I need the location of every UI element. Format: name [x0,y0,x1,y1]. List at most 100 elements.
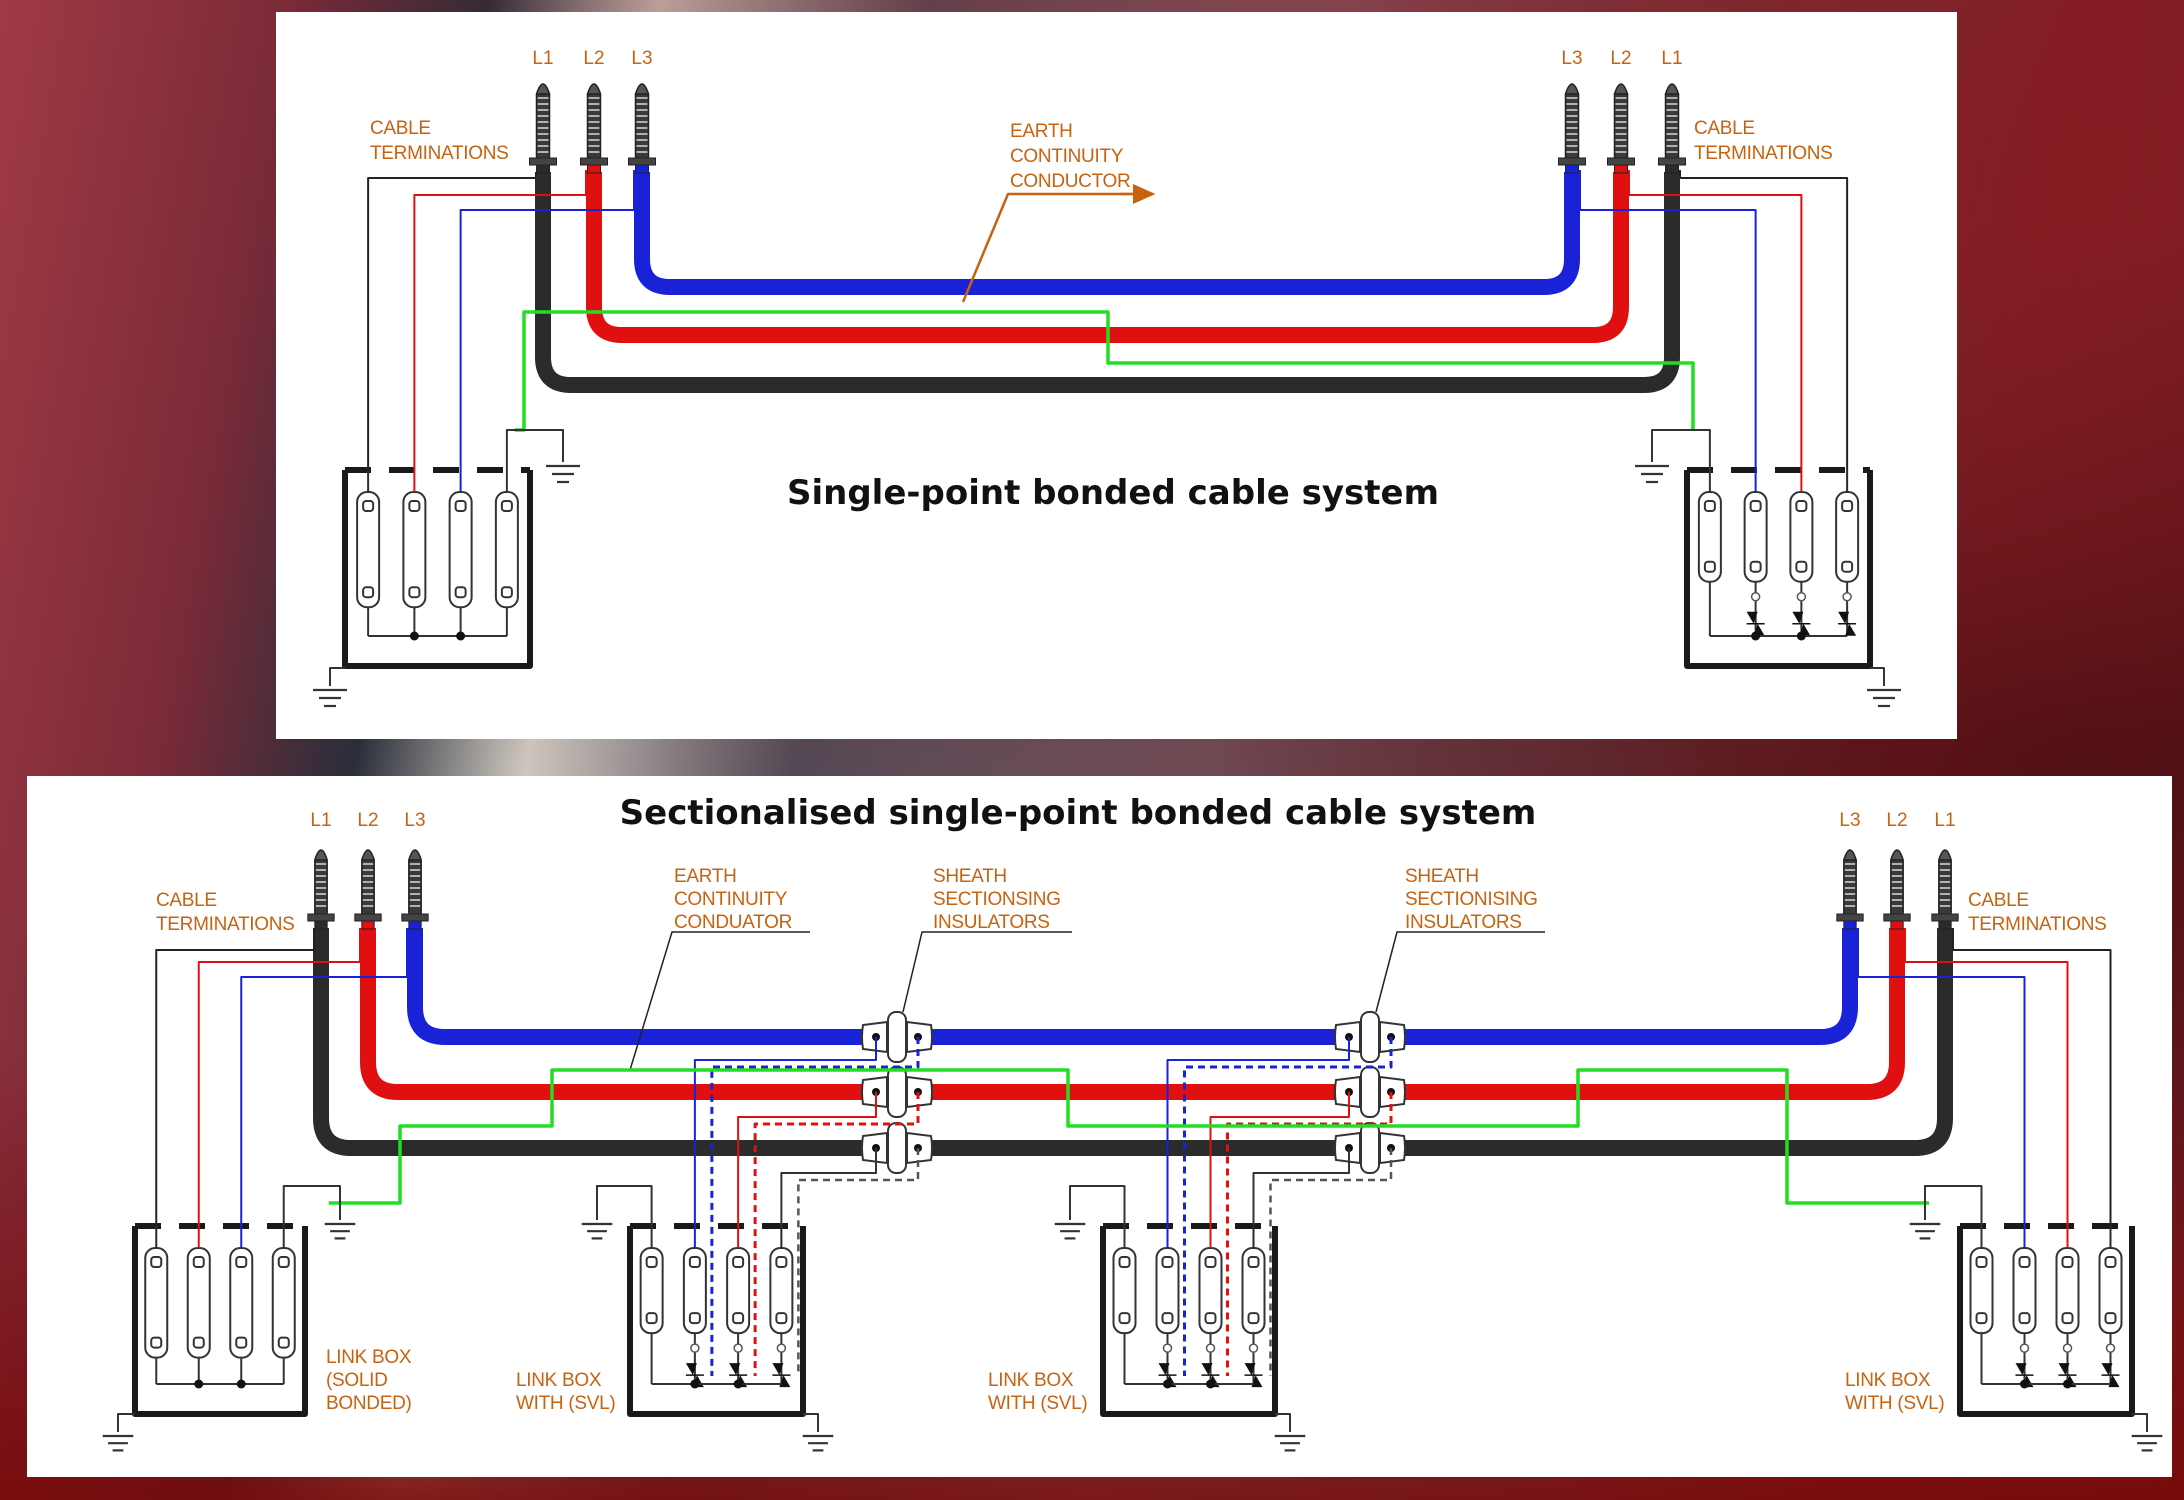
termination-flange [1883,913,1911,922]
svl-terminal [2105,1343,2116,1353]
insulator-ring [1360,1066,1380,1118]
link-terminal [775,1312,788,1325]
link-box-outline [342,470,533,669]
phase-label: L1 [1661,48,1682,69]
junction-dot [690,1379,700,1389]
right-link-box [1684,467,1873,669]
link-box-outline [1100,1226,1278,1417]
ground-symbol-icon [1054,1222,1086,1240]
cable-termination-left-L3 [401,849,429,930]
link-box-1-label-line: (SOLID [326,1370,388,1391]
link-box-outline [627,1226,806,1417]
bonding-lead-L2-dashed [753,1092,920,1376]
bonding-lead-L3-dashed [1183,1037,1393,1376]
svl-icon [2015,1363,2027,1376]
insulator-ring [1360,1122,1380,1174]
termination-flange [1836,913,1864,922]
termination-body [1843,857,1857,917]
cable-termination-right-L1 [1658,83,1686,174]
earth-conductor-label-line: EARTH [674,866,737,887]
cable-run-L3 [407,928,1858,1045]
cable-termination-left-L1 [529,83,557,174]
phase-label: L2 [1610,48,1631,69]
termination-body [1564,91,1580,161]
termination-body [535,91,551,161]
insulator-label-1-line: INSULATORS [933,912,1050,933]
link-terminal [1749,500,1762,512]
link-box-outline [1684,470,1873,669]
svl-terminal [1796,591,1807,602]
svl-icon [1158,1363,1170,1376]
svl-icon [1845,623,1857,636]
link-terminal [1247,1312,1260,1325]
termination-collar [1665,164,1679,174]
svl-terminal [2019,1343,2030,1353]
link-terminal [362,586,375,599]
termination-body [634,91,650,161]
link-box-3-label-line: WITH (SVL) [988,1393,1087,1414]
link-terminal [362,500,375,512]
termination-body [361,857,375,917]
earth-lead [282,1185,341,1226]
termination-collar [1565,164,1579,174]
earth-conductor-label-line: CONTINUITY [1010,146,1124,167]
ground-symbol-icon [581,1222,613,1240]
termination-tip [1889,849,1905,861]
termination-collar [635,164,649,174]
link-terminal [1204,1312,1217,1325]
termination-body [1613,91,1629,161]
cable-termination-right-L1 [1931,849,1959,930]
ground-symbol-icon [2131,1434,2163,1452]
earth-lead [117,1413,135,1432]
termination-tip [535,83,551,95]
ground-symbol-icon [324,1222,356,1240]
sheath-lead-L3 [240,928,408,1226]
svl-terminal [2062,1343,2073,1353]
left-termination-label-line: TERMINATIONS [370,143,509,164]
cable-run-L2 [360,928,1905,1100]
termination-tip [407,849,423,861]
link-terminal [732,1256,745,1268]
link-terminal [1841,500,1854,512]
svl-icon [779,1375,791,1388]
termination-flange [1558,157,1586,166]
bonding-lead-L1-dashed [1269,1148,1393,1376]
link-terminal [688,1256,701,1268]
insulator-label-2-line: SHEATH [1405,866,1479,887]
earth-lead [803,1413,819,1432]
termination-flange [1607,157,1635,166]
termination-flange [354,913,382,922]
svl-icon [1838,611,1850,624]
termination-tip [360,849,376,861]
junction-dot [194,1379,204,1389]
link-terminal [500,586,513,599]
termination-tip [1613,83,1629,95]
termination-collar [361,920,375,930]
link-terminal [277,1256,290,1268]
earth-continuity-conductor [328,1068,1929,1205]
link-box-4-label-line: LINK BOX [1845,1370,1931,1391]
link-box-3 [1100,1223,1278,1417]
link-box-outline [132,1226,308,1417]
insulator-ring [1360,1011,1380,1063]
sheath-sectionalising-insulator-1-L1 [861,1122,933,1174]
left-termination-label-line: CABLE [156,890,217,911]
svl-icon [685,1363,697,1376]
termination-flange [307,913,335,922]
bonding-lead-L1 [1252,1148,1350,1226]
termination-flange [401,913,429,922]
svl-terminal [1162,1343,1173,1353]
earth-conductor-label-line: CONDUATOR [674,912,792,933]
bonding-lead-L2-dashed [1226,1092,1393,1376]
earth-conductor-label-line: CONDUCTOR [1010,171,1130,192]
link-box-2-label-line: WITH (SVL) [516,1393,615,1414]
termination-collar [1614,164,1628,174]
earth-conductor-label-line: EARTH [1010,121,1073,142]
ground-symbol-icon [802,1434,834,1452]
